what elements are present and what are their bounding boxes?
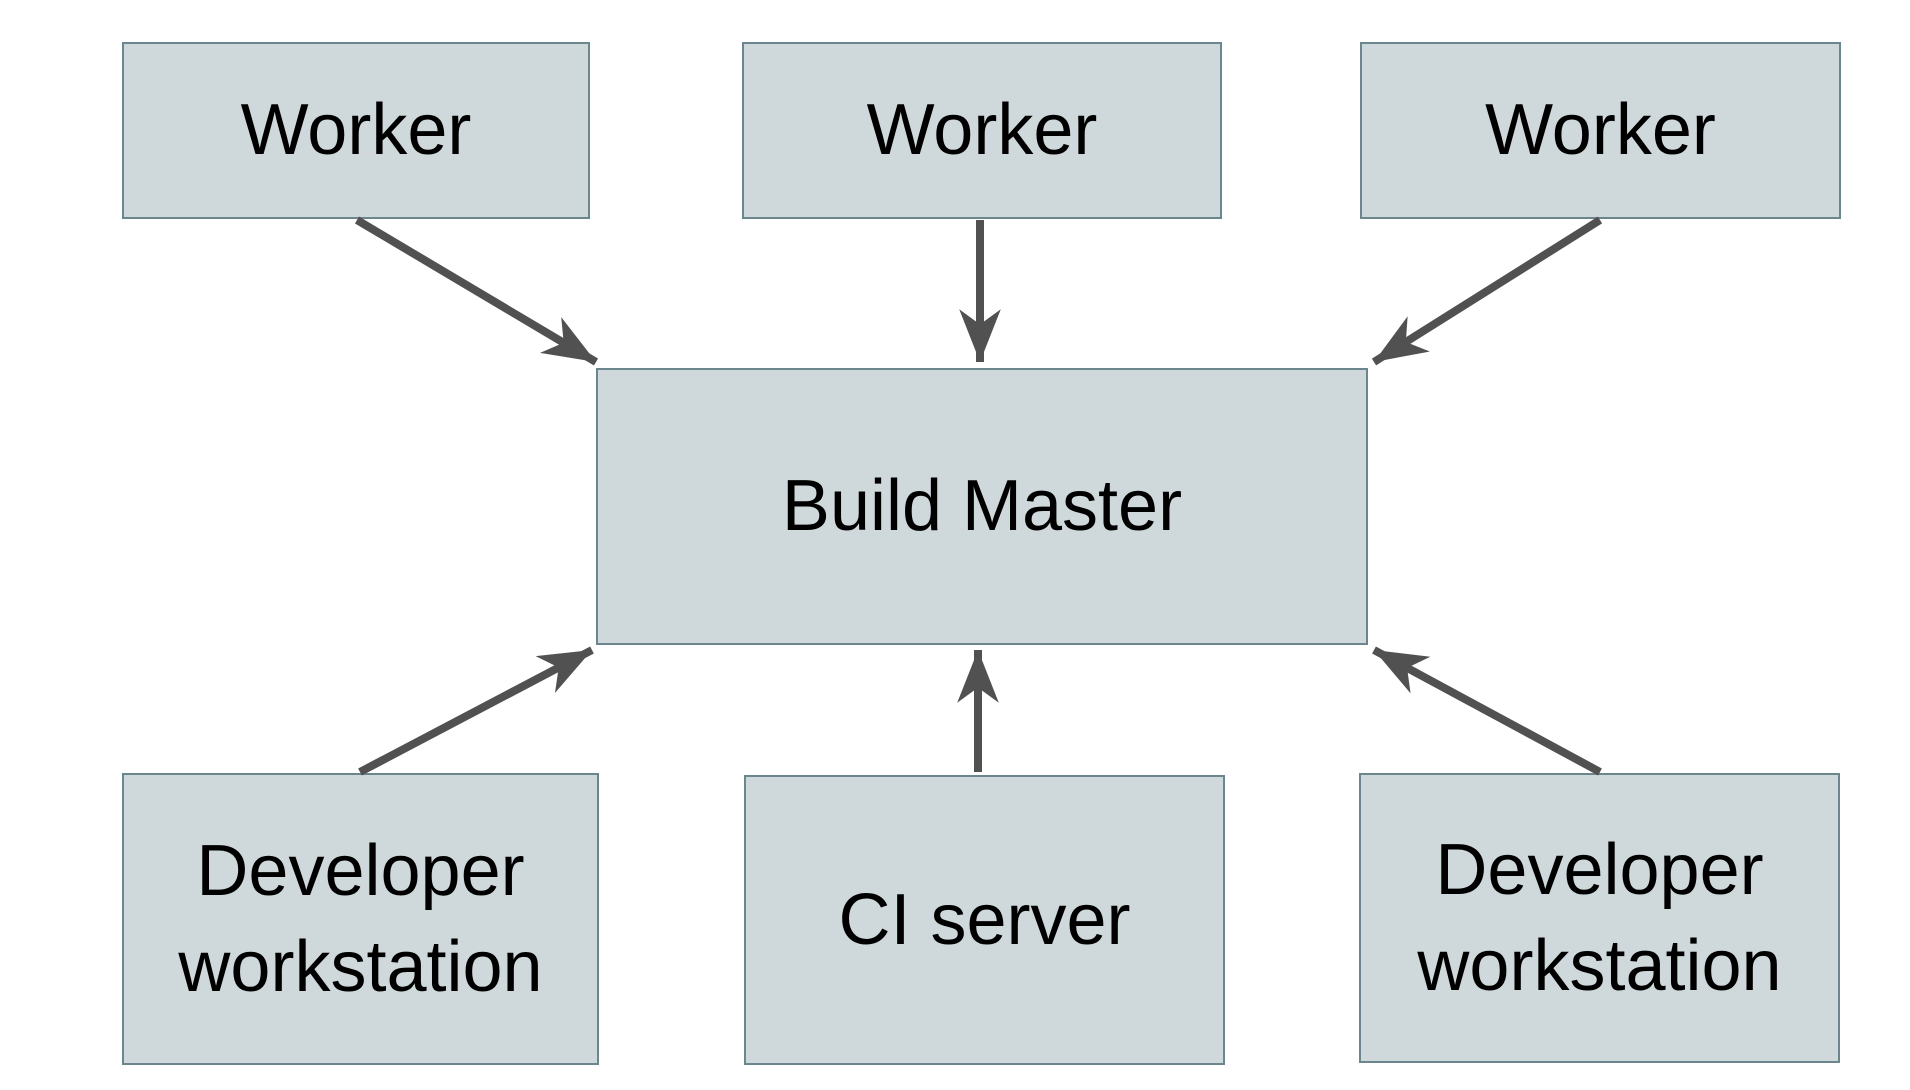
node-build-master: Build Master xyxy=(596,368,1368,645)
edge-developer-workstation-left-to-build-master xyxy=(358,646,594,776)
node-ci-server-label: CI server xyxy=(838,879,1131,960)
node-developer-workstation-left: Developer workstation xyxy=(122,773,599,1065)
node-worker-right: Worker xyxy=(1360,42,1841,219)
node-developer-workstation-left-label: Developer workstation xyxy=(178,830,543,1007)
node-build-master-label: Build Master xyxy=(781,466,1183,547)
node-developer-workstation-right: Developer workstation xyxy=(1359,773,1840,1063)
edge-worker-left-to-build-master xyxy=(354,216,599,366)
node-worker-right-label: Worker xyxy=(1485,90,1716,171)
node-developer-workstation-right-label: Developer workstation xyxy=(1417,829,1782,1006)
node-worker-left: Worker xyxy=(122,42,590,219)
edge-worker-right-to-build-master xyxy=(1371,216,1603,366)
node-worker-middle-label: Worker xyxy=(866,90,1098,171)
node-worker-left-label: Worker xyxy=(240,90,472,171)
node-worker-middle: Worker xyxy=(742,42,1222,219)
node-ci-server: CI server xyxy=(744,775,1225,1065)
edge-developer-workstation-right-to-build-master xyxy=(1372,646,1602,776)
